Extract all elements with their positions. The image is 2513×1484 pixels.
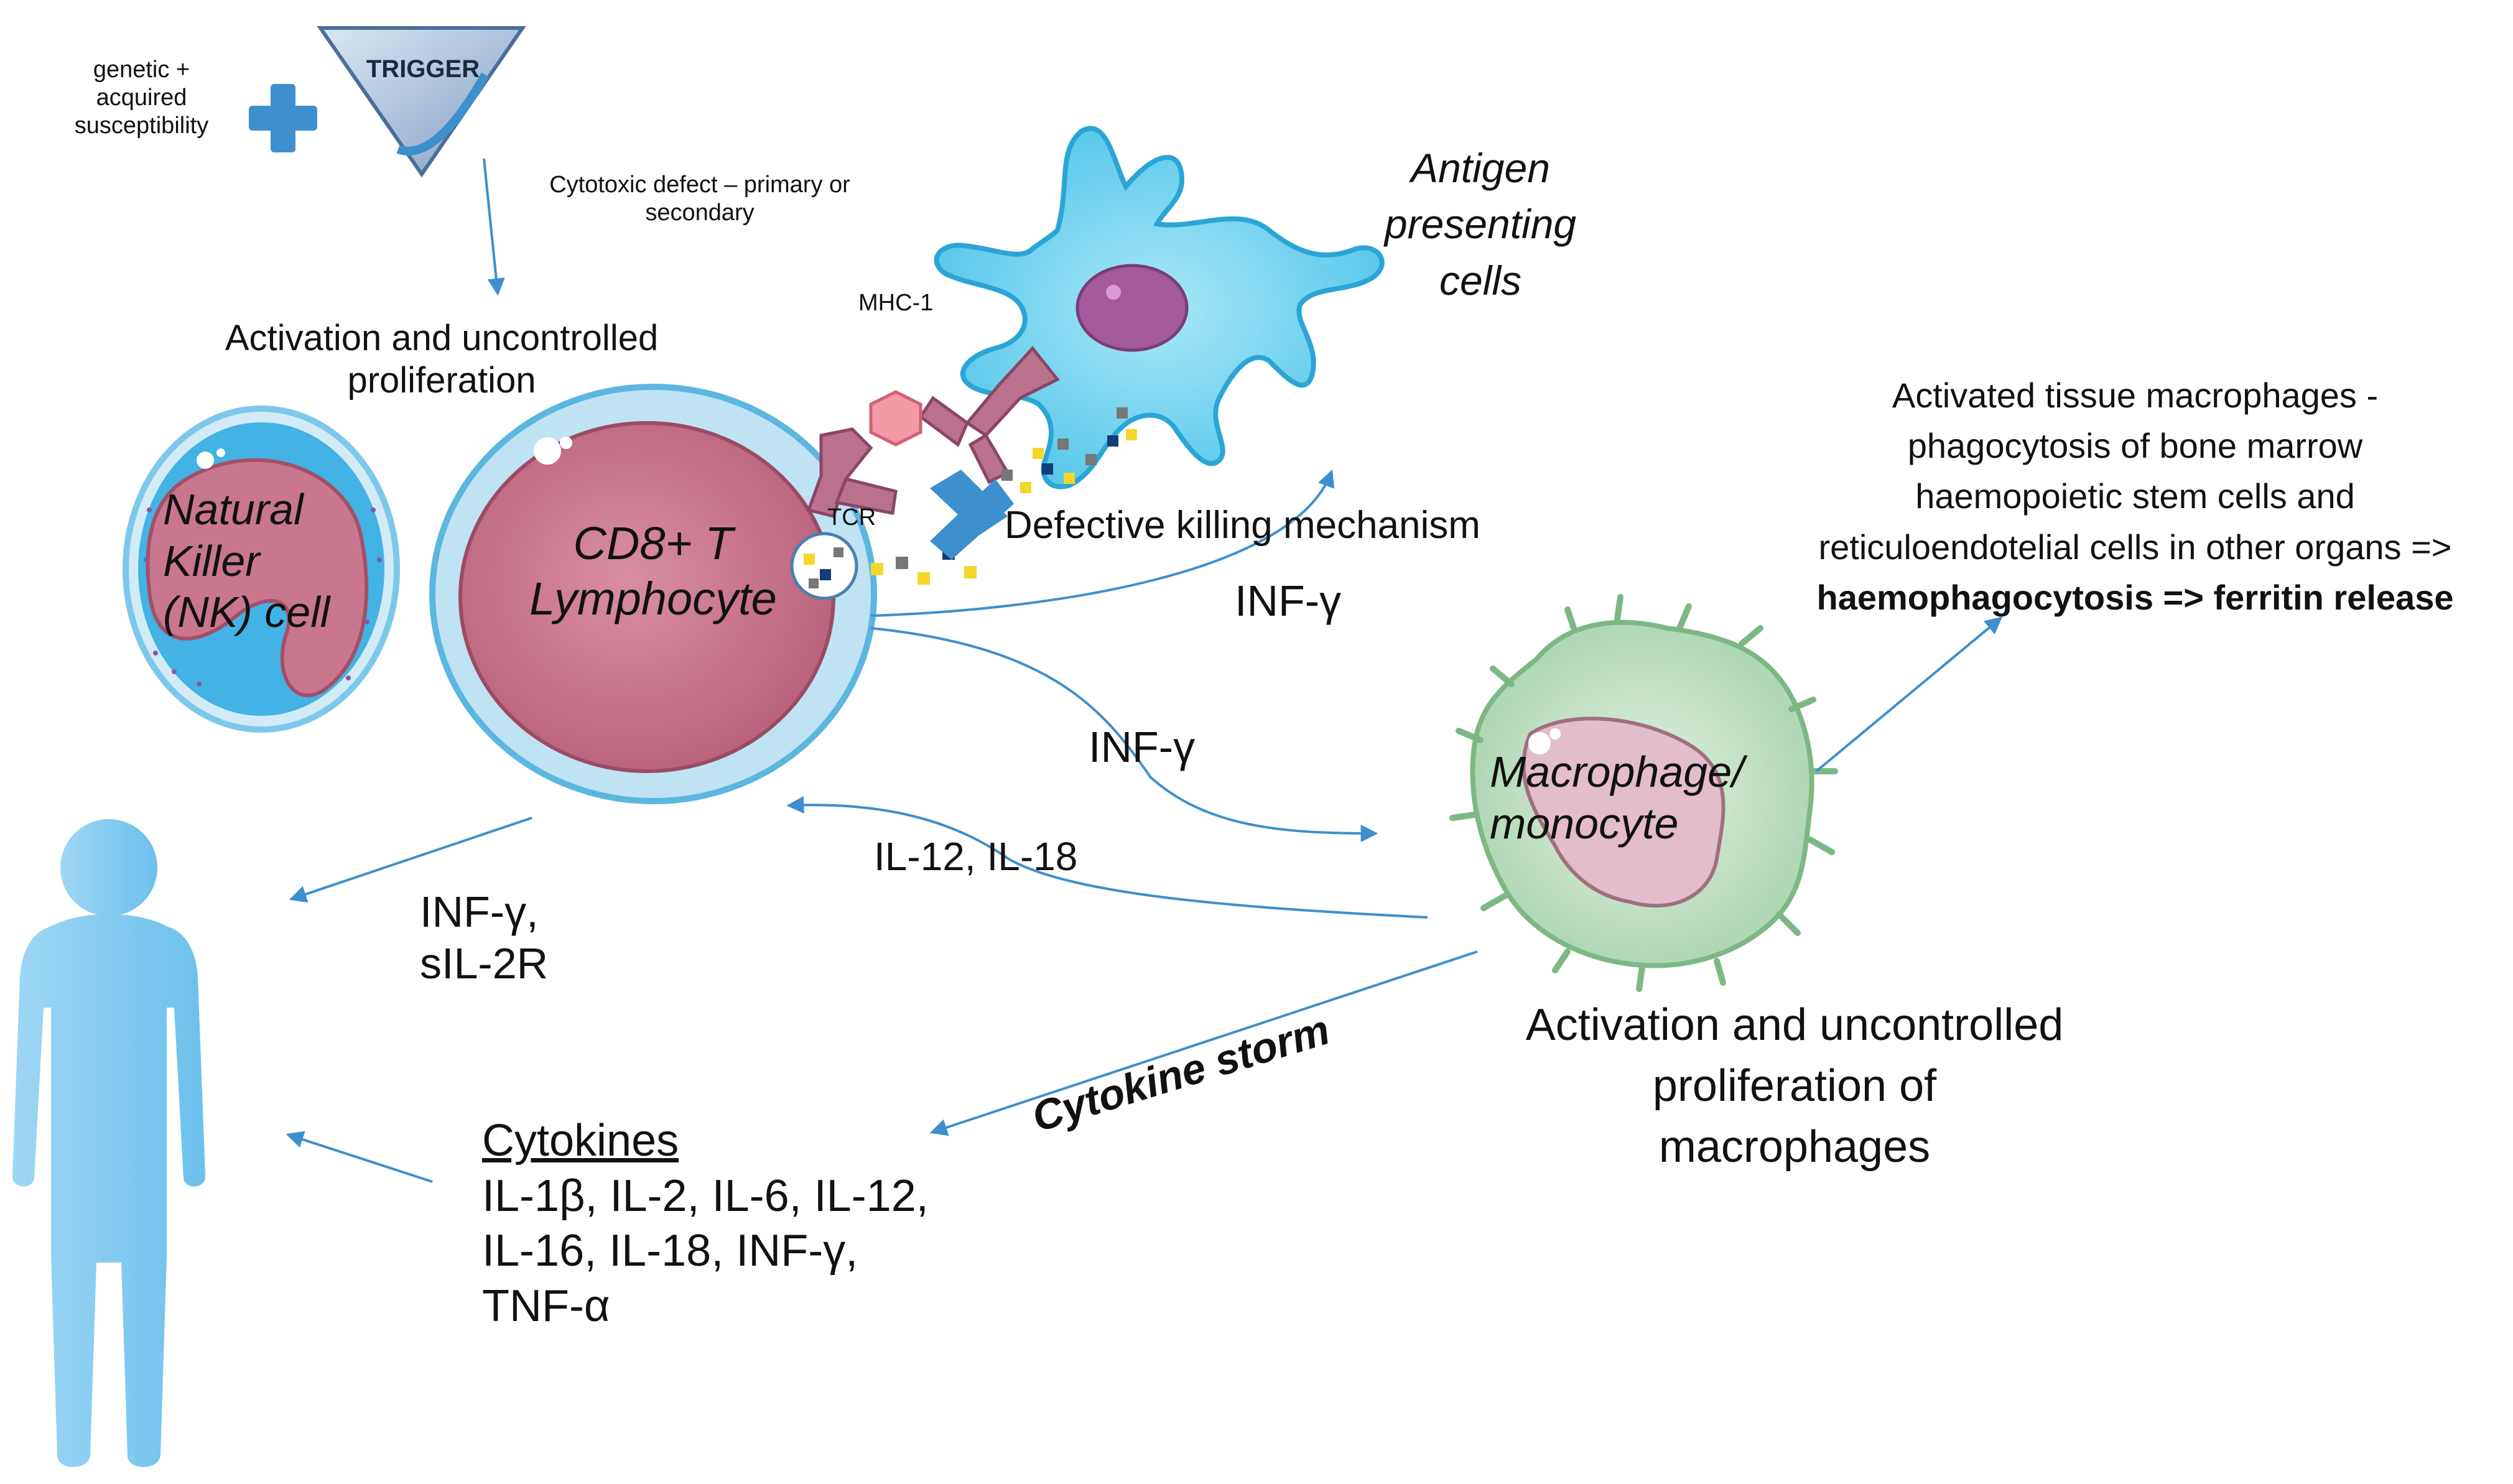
activated-macrophages-line-1: Activated tissue macrophages - bbox=[1892, 376, 2379, 415]
macrophage-line-1: Macrophage/ bbox=[1490, 748, 1744, 796]
activation-macro-line-3: macrophages bbox=[1658, 1121, 1931, 1172]
cytokines-line-1: IL-1β, IL-2, IL-6, IL-12, bbox=[482, 1171, 929, 1221]
activated-macrophages-line-3: haemopoietic stem cells and bbox=[1915, 476, 2355, 516]
susceptibility-label: genetic + acquired susceptibility bbox=[68, 56, 215, 139]
nk-cell-label: Natural Killer (NK) cell bbox=[163, 484, 387, 638]
cytokines-line-2: IL-16, IL-18, INF-γ, bbox=[482, 1226, 858, 1276]
inf-sil2r-line-2: sIL-2R bbox=[420, 939, 549, 988]
cytotoxic-defect-line-1: Cytotoxic defect – primary or bbox=[549, 172, 850, 198]
cytotoxic-defect-line-2: secondary bbox=[645, 199, 755, 226]
activation-proliferation-label: Activation and uncontrolled proliferatio… bbox=[162, 317, 722, 402]
nk-cell bbox=[123, 406, 400, 733]
cytotoxic-defect-label: Cytotoxic defect – primary or secondary bbox=[498, 171, 902, 227]
inf-sil2r-label: INF-γ, sIL-2R bbox=[420, 886, 548, 989]
cd8-line-2: Lymphocyte bbox=[529, 572, 777, 624]
blocked-x-icon bbox=[930, 470, 1014, 560]
activated-macrophages-line-2: phagocytosis of bone marrow bbox=[1907, 426, 2363, 466]
arrow-cytokine-storm bbox=[929, 950, 1478, 1136]
cd8-t-lymphocyte bbox=[429, 384, 877, 804]
nk-cell-line-3: (NK) cell bbox=[163, 588, 330, 637]
macrophage-line-2: monocyte bbox=[1490, 799, 1679, 848]
apc-line-2: presenting bbox=[1384, 201, 1577, 248]
apc-line-3: cells bbox=[1439, 257, 1522, 304]
trigger-triangle bbox=[317, 26, 526, 178]
cytokines-block: Cytokines IL-1β, IL-2, IL-6, IL-12, IL-1… bbox=[482, 1113, 929, 1333]
macrophage-label: Macrophage/ monocyte bbox=[1490, 746, 1826, 849]
inf-sil2r-line-1: INF-γ, bbox=[420, 888, 539, 936]
cytotoxic-granules bbox=[790, 407, 1137, 600]
defective-killing-label: Defective killing mechanism bbox=[1005, 504, 1480, 547]
arrow-cd8-to-human bbox=[289, 817, 532, 903]
macrophage-cell bbox=[1449, 594, 1838, 992]
trigger-label: TRIGGER bbox=[366, 55, 480, 83]
tcr-receptor bbox=[806, 427, 898, 518]
haemophagocytosis-ferritin-line: haemophagocytosis => ferritin release bbox=[1816, 577, 2454, 617]
antigen-hexagon bbox=[869, 390, 922, 447]
cd8-line-1: CD8+ T bbox=[573, 517, 733, 569]
arrow-cytokines-to-human bbox=[286, 1131, 433, 1183]
arrow-il12-to-cd8 bbox=[786, 796, 1428, 919]
activated-macrophages-line-4: reticuloendotelial cells in other organs… bbox=[1818, 527, 2452, 567]
susceptibility-line-3: susceptibility bbox=[74, 112, 209, 139]
arrow-macrophage-to-haemophagocytosis bbox=[1815, 616, 2003, 772]
inf-gamma-macrophage-label: INF-γ bbox=[1089, 723, 1196, 771]
activated-macrophages-label: Activated tissue macrophages - phagocyto… bbox=[1760, 370, 2510, 623]
susceptibility-line-1: genetic + bbox=[93, 57, 190, 83]
mhc-1-receptor bbox=[918, 346, 1060, 485]
mhc-1-label: MHC-1 bbox=[858, 290, 934, 316]
cytokines-line-3: TNF-α bbox=[482, 1281, 610, 1331]
arrow-inf-to-apc bbox=[870, 469, 1335, 617]
activation-top-line-1: Activation and uncontrolled bbox=[225, 318, 659, 358]
antigen-presenting-cell bbox=[934, 126, 1385, 489]
apc-label: Antigen presenting cells bbox=[1337, 140, 1623, 308]
activation-top-line-2: proliferation bbox=[347, 360, 536, 401]
apc-line-1: Antigen bbox=[1411, 145, 1550, 191]
il12-il18-label: IL-12, IL-18 bbox=[874, 834, 1078, 879]
plus-icon bbox=[249, 84, 317, 152]
arrow-inf-to-macrophage bbox=[870, 627, 1378, 842]
trigger-down-arrow bbox=[483, 158, 505, 296]
inf-gamma-apc-label: INF-γ bbox=[1235, 577, 1342, 625]
human-silhouette bbox=[12, 819, 206, 1467]
activation-macro-line-2: proliferation of bbox=[1652, 1060, 1937, 1111]
tcr-label: TCR bbox=[827, 504, 876, 531]
nk-cell-line-2: Killer bbox=[163, 536, 260, 585]
cd8-label: CD8+ T Lymphocyte bbox=[498, 516, 809, 627]
cytokines-heading: Cytokines bbox=[482, 1116, 679, 1166]
susceptibility-line-2: acquired bbox=[96, 84, 187, 111]
activation-macro-line-1: Activation and uncontrolled bbox=[1525, 1000, 2064, 1050]
activation-macrophages-label: Activation and uncontrolled proliferatio… bbox=[1449, 995, 2140, 1178]
nk-cell-line-1: Natural bbox=[163, 485, 304, 534]
